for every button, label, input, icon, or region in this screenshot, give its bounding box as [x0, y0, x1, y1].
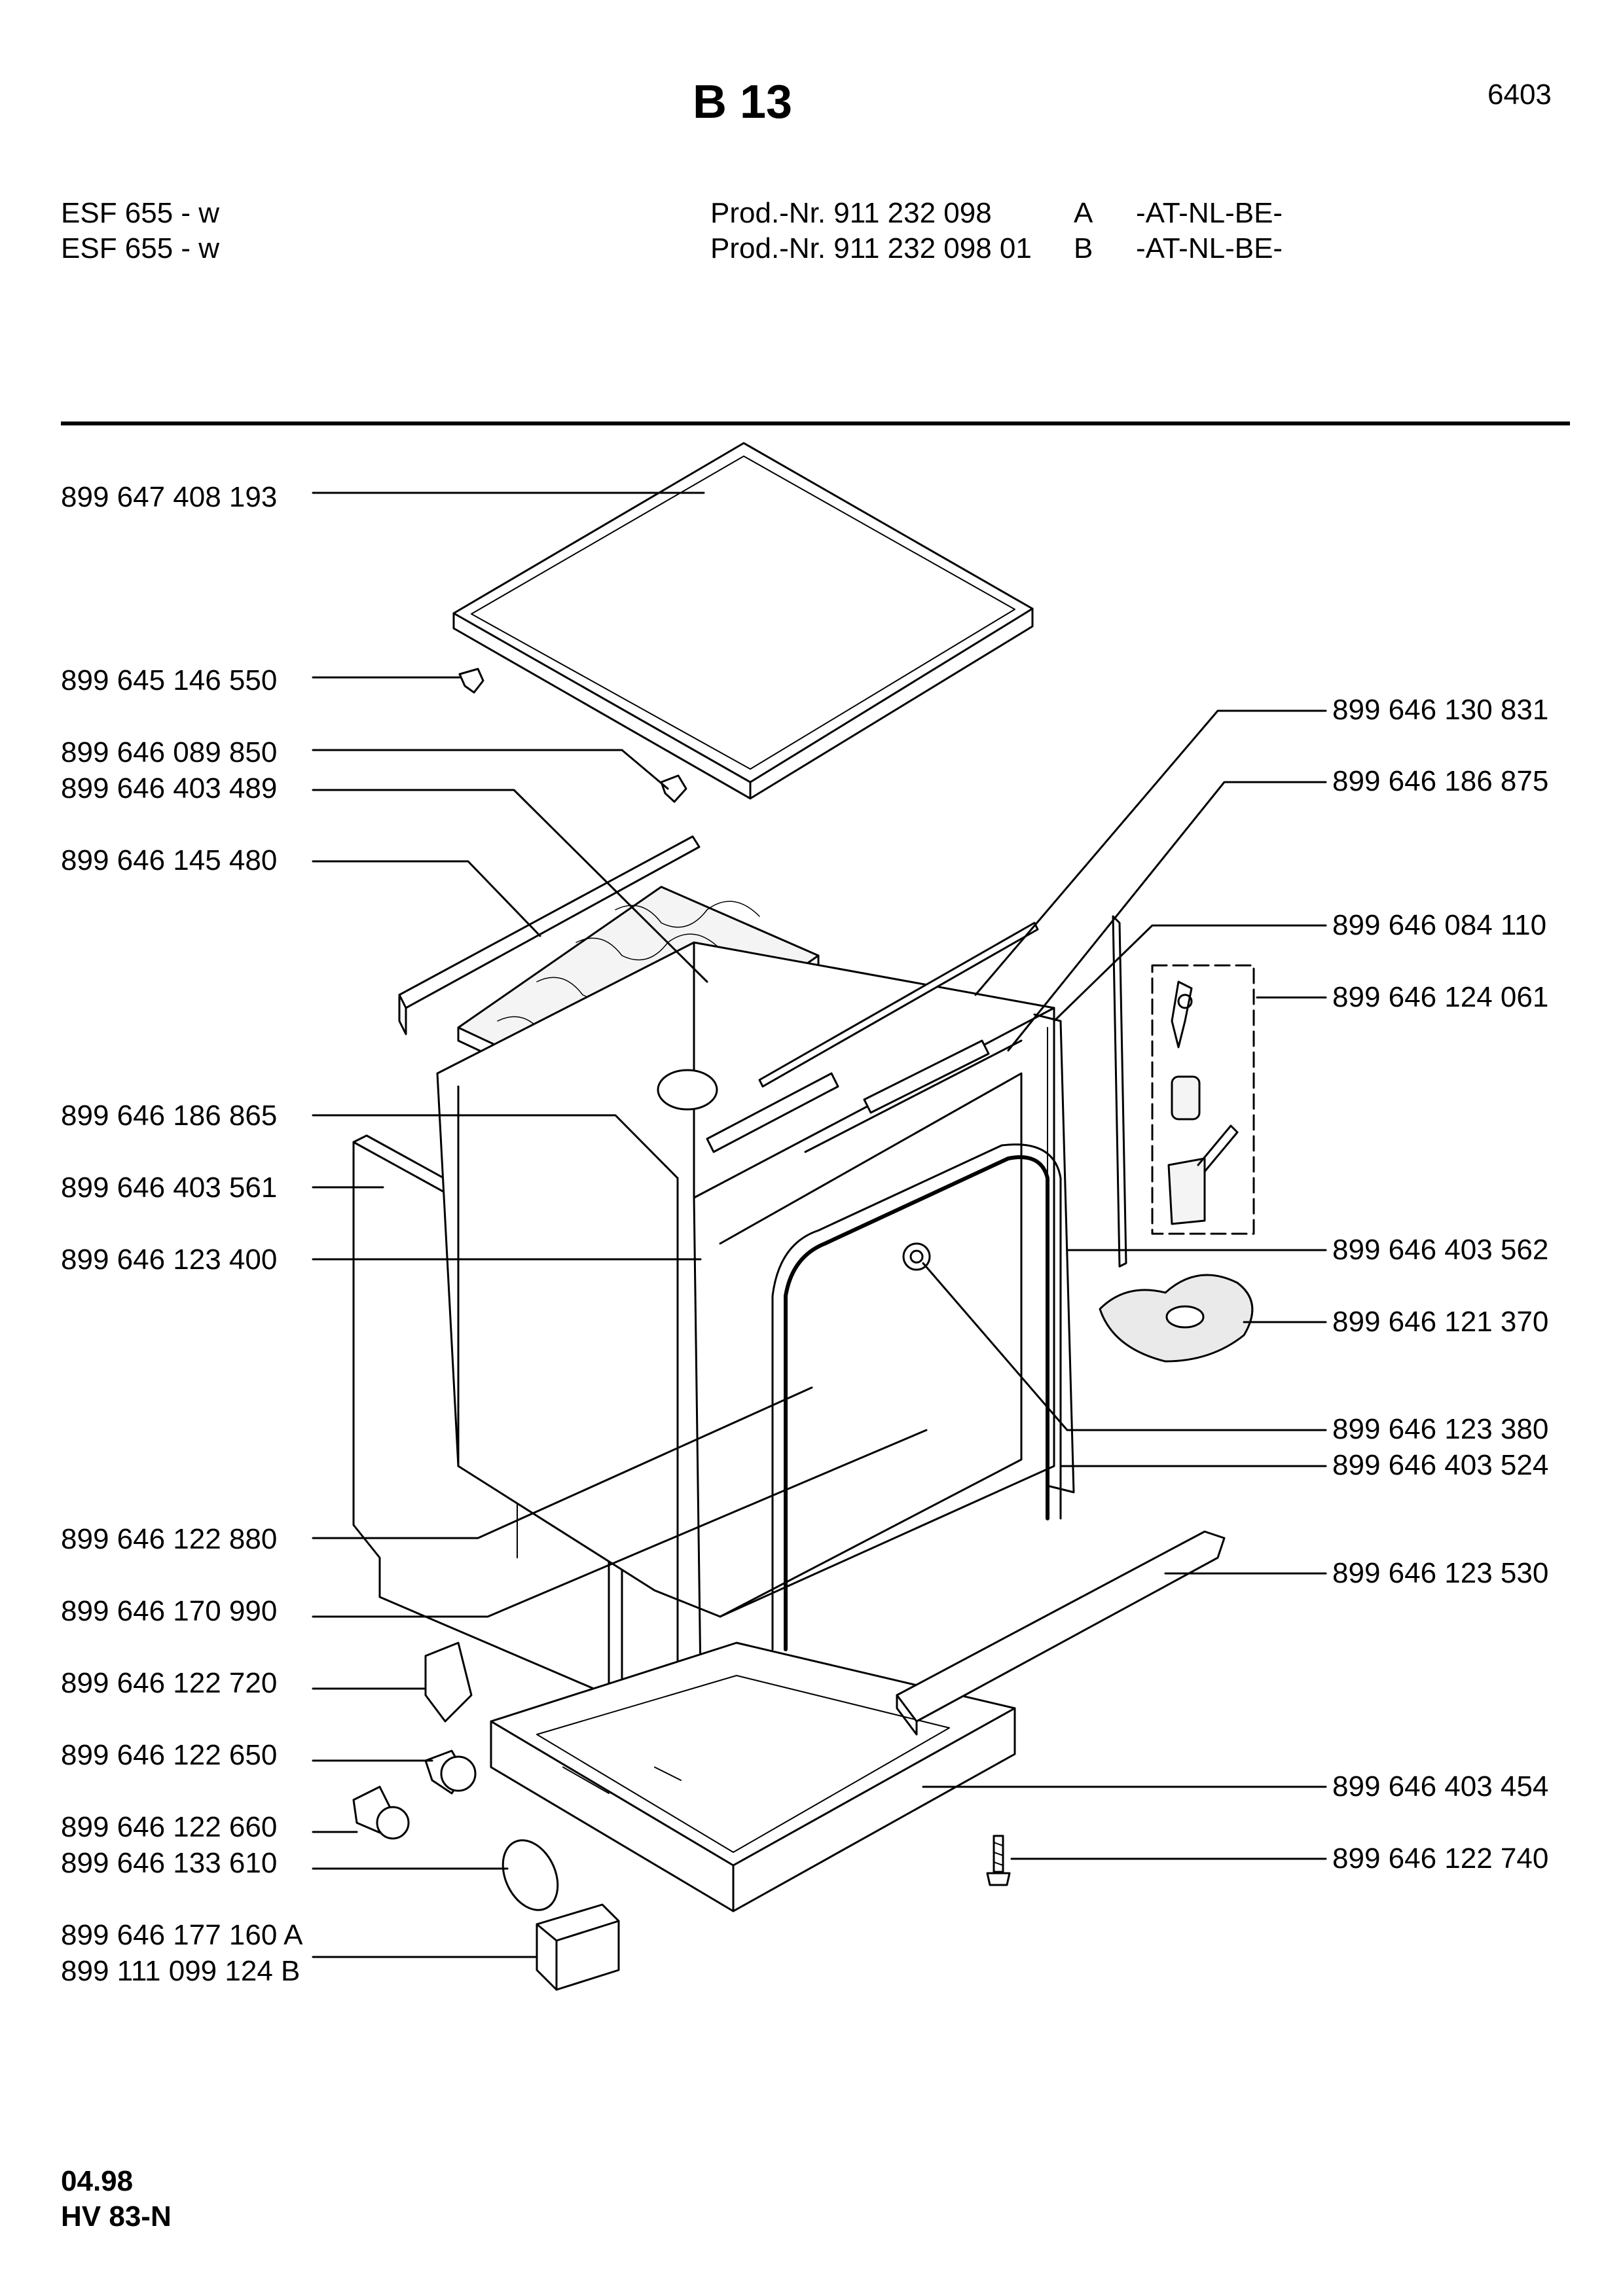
- part-label: 899 646 122 740: [1332, 1842, 1549, 1874]
- screw: [986, 1835, 1011, 1886]
- part-label: 899 646 177 160 A: [61, 1919, 303, 1951]
- part-label: 899 646 124 061: [1332, 981, 1549, 1013]
- footer-code: HV 83-N: [61, 2200, 172, 2233]
- part-label: 899 646 123 400: [61, 1244, 278, 1276]
- part-label: 899 646 145 480: [61, 844, 278, 876]
- base-frame: [490, 1641, 1016, 1912]
- page-number: 6403: [1487, 79, 1552, 111]
- page-title: B 13: [693, 76, 793, 128]
- part-label: 899 646 186 875: [1332, 765, 1549, 797]
- salt-container: [536, 1903, 620, 1991]
- accessory-kit: [1151, 964, 1255, 1235]
- top-opening: [657, 1069, 718, 1111]
- variant-1: A: [1074, 197, 1093, 229]
- leader-lines-left: [312, 492, 928, 1958]
- footer-date: 04.98: [61, 2165, 134, 2197]
- part-label: 899 646 130 831: [1332, 694, 1549, 726]
- base-side-rail: [896, 1530, 1226, 1736]
- right-side-rail: [1112, 915, 1127, 1268]
- front-feet: [352, 1641, 477, 1840]
- leader-lines-right: [922, 709, 1327, 1860]
- top-rails: [706, 922, 1039, 1153]
- part-label: 899 646 123 530: [1332, 1557, 1549, 1589]
- part-label: 899 646 403 562: [1332, 1234, 1549, 1266]
- part-label: 899 646 122 720: [61, 1667, 278, 1699]
- part-label: 899 646 170 990: [61, 1595, 278, 1627]
- model-name-1: ESF 655 - w: [61, 197, 220, 229]
- part-label: 899 646 084 110: [1332, 909, 1547, 941]
- part-label: 899 646 186 865: [61, 1100, 278, 1132]
- worktop-lid: [452, 442, 1034, 800]
- part-label: 899 111 099 124 B: [61, 1955, 301, 1987]
- part-label: 899 646 121 370: [1332, 1306, 1549, 1338]
- part-label: 899 646 403 489: [61, 772, 278, 804]
- door-seal: [771, 1143, 1062, 1651]
- part-label: 899 646 403 524: [1332, 1449, 1549, 1481]
- part-label: 899 646 122 660: [61, 1811, 278, 1843]
- part-label: 899 646 122 880: [61, 1523, 278, 1555]
- clip-part: [458, 668, 687, 803]
- part-label: 899 645 146 550: [61, 664, 278, 696]
- part-label: 899 646 123 380: [1332, 1413, 1549, 1445]
- filter-plate: [1099, 1274, 1254, 1363]
- countries-2: -AT-NL-BE-: [1136, 232, 1283, 264]
- variant-2: B: [1074, 232, 1093, 264]
- part-label: 899 646 403 561: [61, 1172, 278, 1204]
- part-label: 899 646 403 454: [1332, 1770, 1549, 1803]
- side-rail: [398, 835, 701, 1035]
- model-name-2: ESF 655 - w: [61, 232, 220, 264]
- countries-1: -AT-NL-BE-: [1136, 197, 1283, 229]
- part-label: 899 646 133 610: [61, 1847, 278, 1879]
- oval-seal: [501, 1839, 559, 1911]
- prod-nr-1: Prod.-Nr. 911 232 098: [710, 197, 992, 229]
- part-label: 899 646 122 650: [61, 1739, 278, 1771]
- prod-nr-2: Prod.-Nr. 911 232 098 01: [710, 232, 1032, 264]
- header-divider: [61, 422, 1570, 425]
- part-label: 899 646 089 850: [61, 736, 278, 768]
- part-label: 899 647 408 193: [61, 481, 278, 513]
